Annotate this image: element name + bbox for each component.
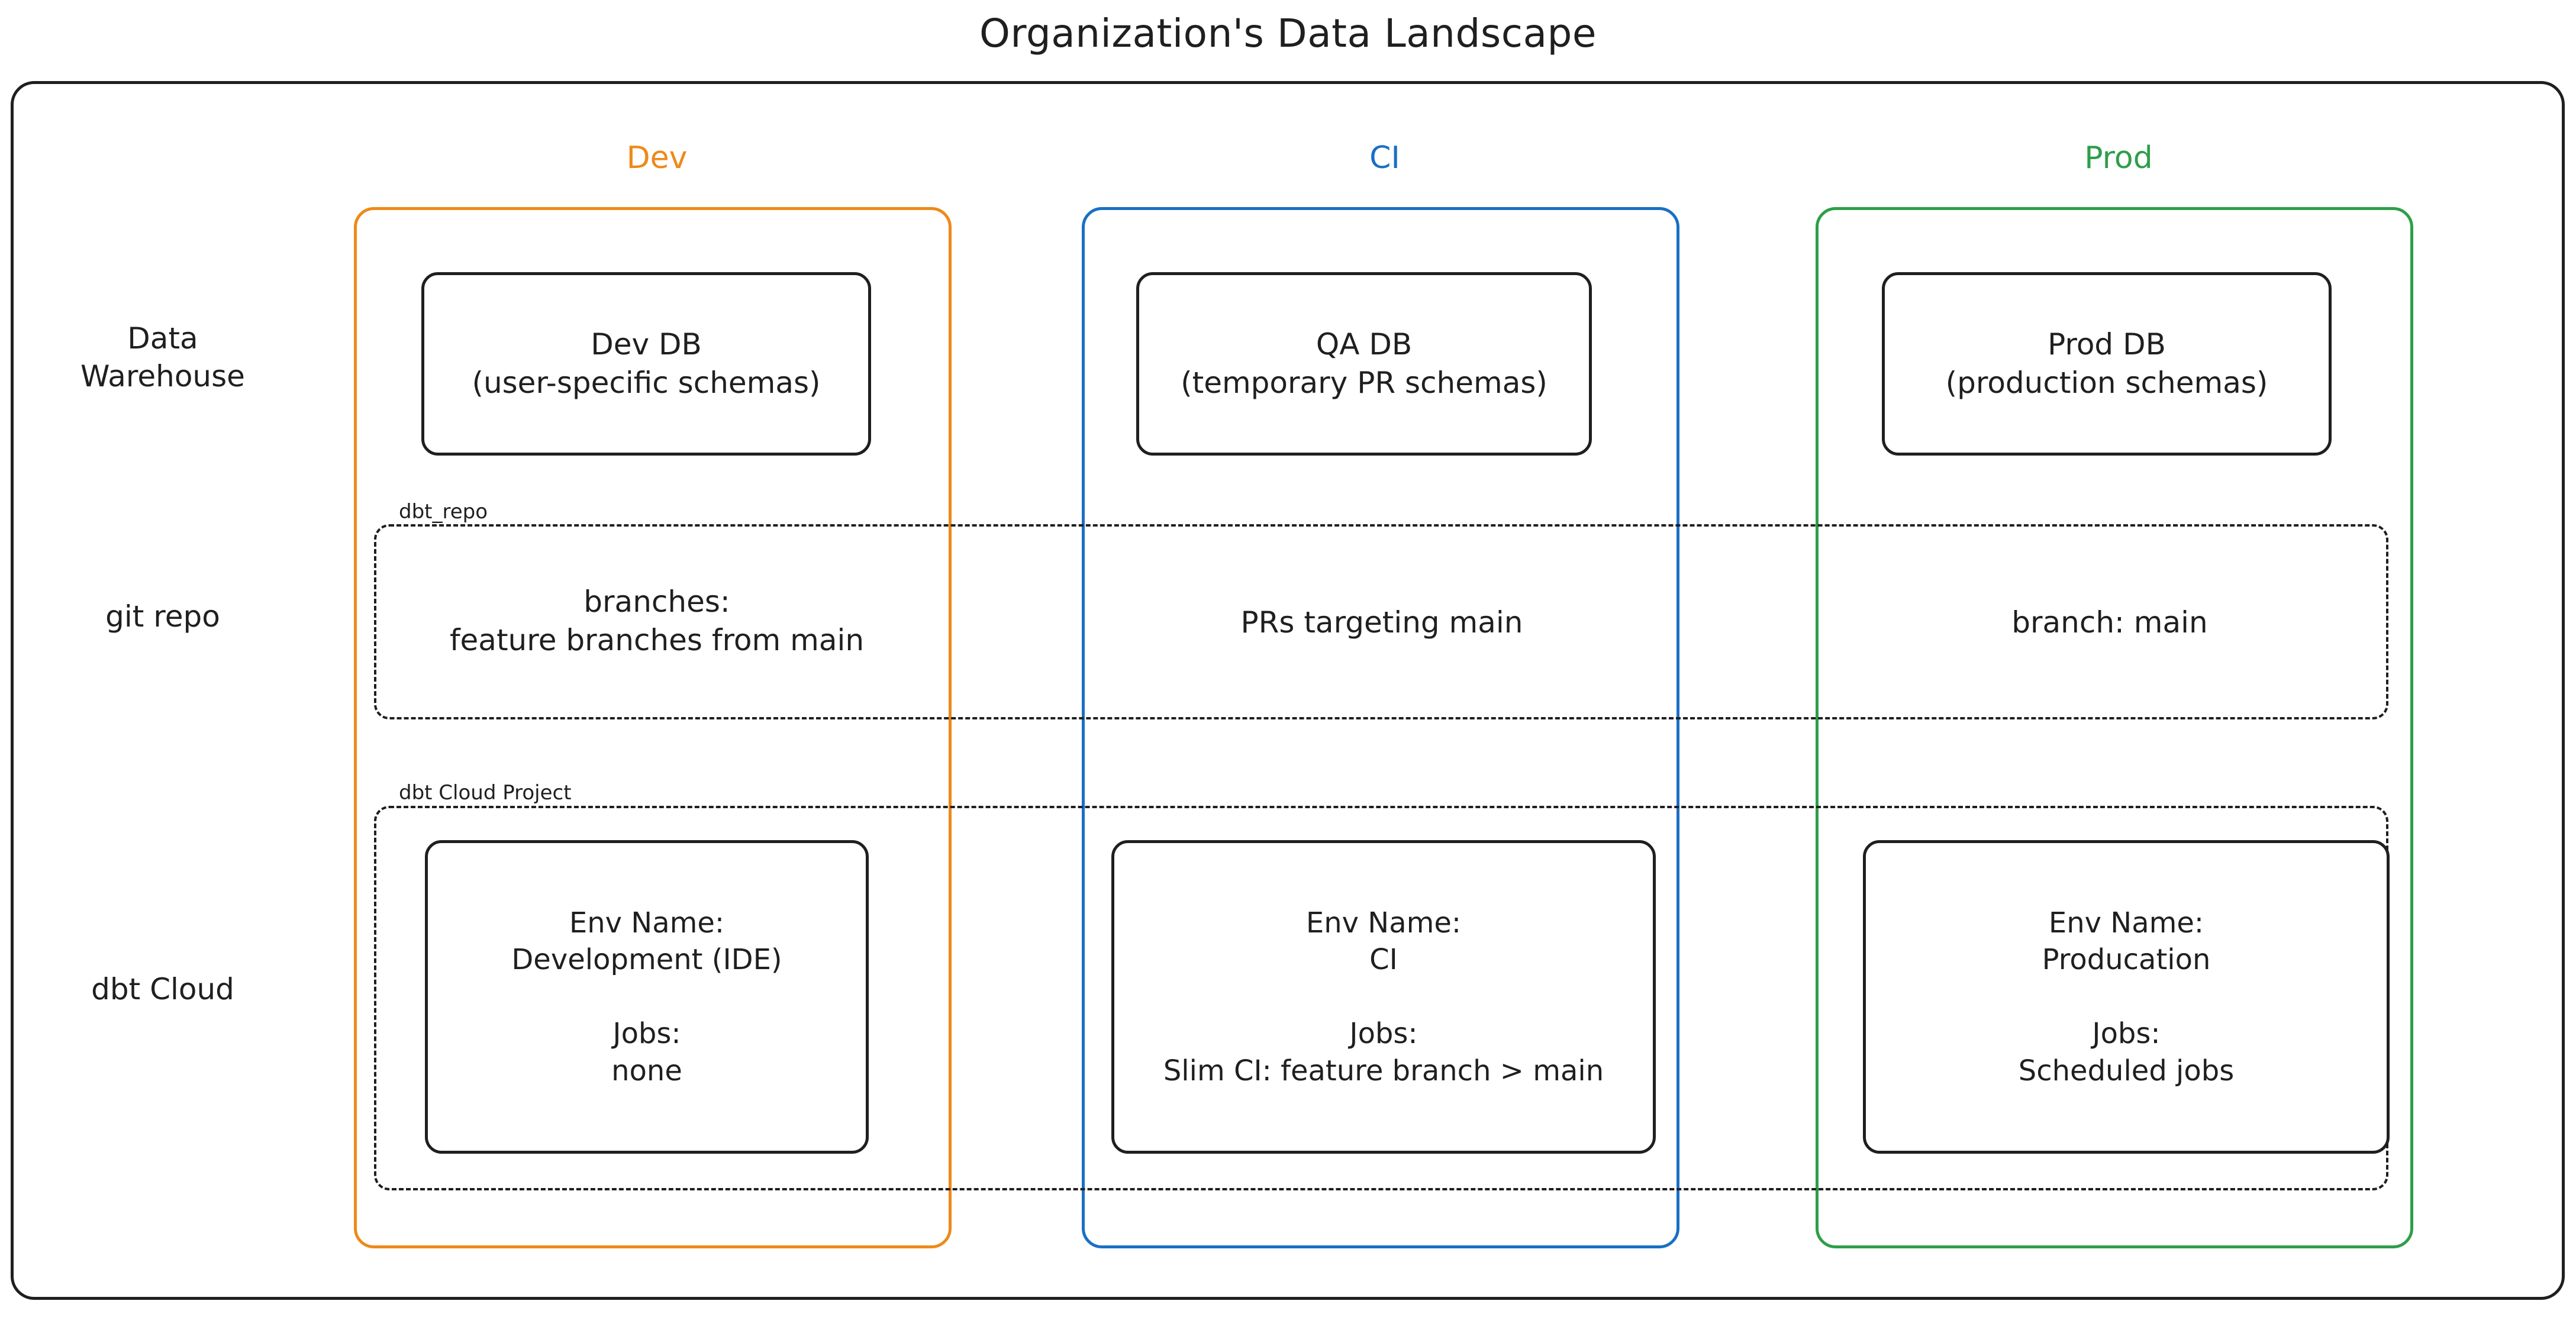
node-ci-git-prs: PRs targeting main: [1240, 605, 1523, 640]
row-label-dbt-cloud: dbt Cloud: [91, 972, 234, 1006]
node-dev-db: Dev DB (user-specific schemas): [421, 272, 871, 456]
subgraph-label-dbt-repo: dbt_repo: [392, 500, 495, 524]
env-column-dev: [354, 207, 952, 1248]
node-prod-dbt-cloud-env: Env Name: Producation Jobs: Scheduled jo…: [1863, 840, 2390, 1154]
subgraph-dbt-repo: [374, 524, 2388, 719]
node-ci-dbt-cloud-env: Env Name: CI Jobs: Slim CI: feature bran…: [1111, 840, 1656, 1154]
env-header-ci: CI: [1369, 140, 1400, 176]
env-column-prod: [1816, 207, 2413, 1248]
page-title: Organization's Data Landscape: [979, 11, 1597, 56]
node-qa-db: QA DB (temporary PR schemas): [1136, 272, 1592, 456]
row-label-data-warehouse: Data Warehouse: [80, 321, 245, 393]
subgraph-label-dbt-cloud-project: dbt Cloud Project: [392, 781, 579, 805]
env-header-dev: Dev: [626, 140, 688, 176]
env-column-ci: [1082, 207, 1679, 1248]
node-dev-git-branches: branches: feature branches from main: [449, 585, 865, 657]
env-header-prod: Prod: [2084, 140, 2153, 176]
outer-frame: [11, 81, 2565, 1300]
node-prod-git-branch: branch: main: [2011, 605, 2208, 640]
node-dev-dbt-cloud-env: Env Name: Development (IDE) Jobs: none: [425, 840, 869, 1154]
row-label-git-repo: git repo: [105, 599, 220, 634]
node-prod-db: Prod DB (production schemas): [1882, 272, 2332, 456]
